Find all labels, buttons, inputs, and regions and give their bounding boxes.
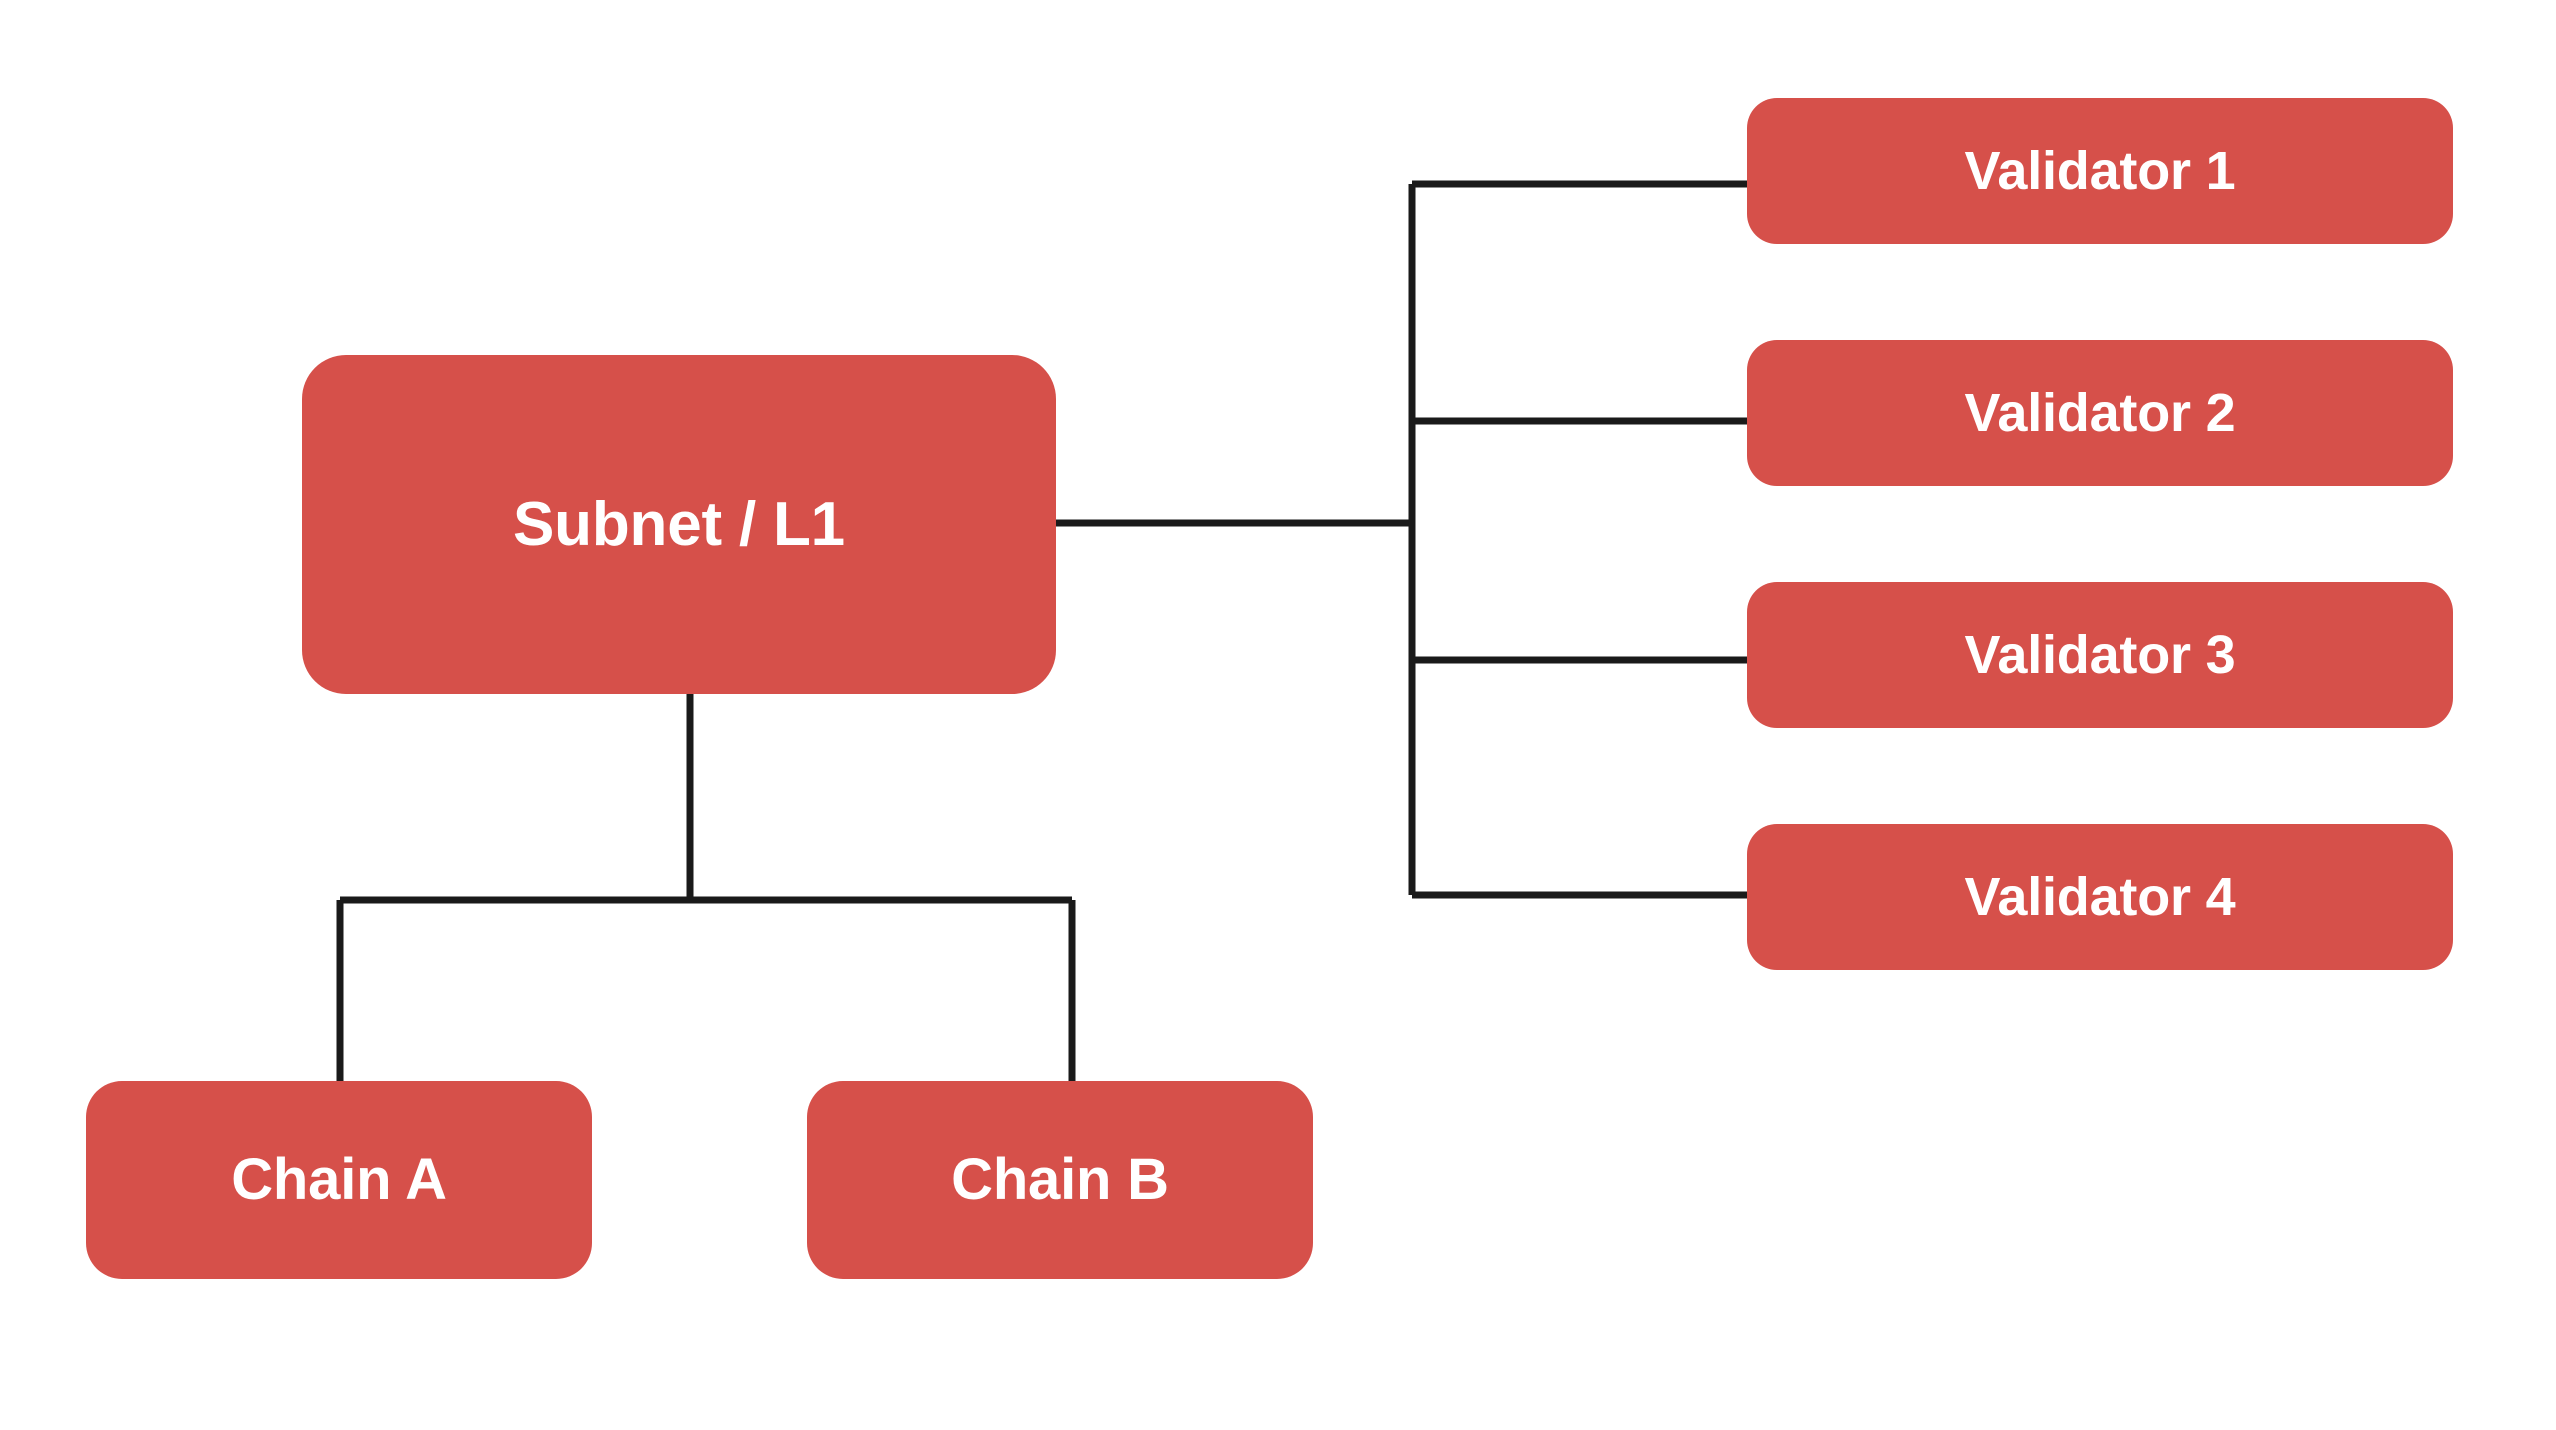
node-validator-3-label: Validator 3 (1964, 625, 2236, 685)
node-subnet-l1[interactable]: Subnet / L1 (302, 355, 1056, 694)
node-validator-2[interactable]: Validator 2 (1747, 340, 2453, 486)
node-validator-3[interactable]: Validator 3 (1747, 582, 2453, 728)
node-chain-a[interactable]: Chain A (86, 1081, 592, 1279)
node-subnet-l1-label: Subnet / L1 (513, 489, 845, 559)
node-validator-4-label: Validator 4 (1964, 867, 2236, 927)
node-validator-1[interactable]: Validator 1 (1747, 98, 2453, 244)
node-validator-2-label: Validator 2 (1964, 383, 2236, 443)
node-chain-a-label: Chain A (231, 1147, 447, 1212)
node-chain-b[interactable]: Chain B (807, 1081, 1313, 1279)
node-validator-4[interactable]: Validator 4 (1747, 824, 2453, 970)
node-chain-b-label: Chain B (951, 1147, 1169, 1212)
node-validator-1-label: Validator 1 (1964, 141, 2236, 201)
